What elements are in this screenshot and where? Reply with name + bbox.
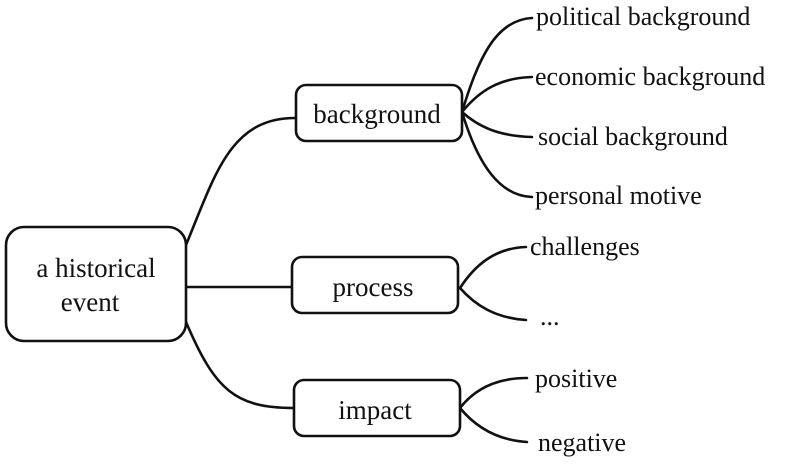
process-node-label: process (333, 272, 414, 302)
connector-impact-positive (458, 376, 529, 410)
connector-background-economic (460, 75, 534, 114)
leaf-challenges: challenges (530, 232, 640, 261)
process-node-box (290, 255, 460, 315)
root-node-box (4, 225, 188, 343)
leaf-ellipsis: ... (540, 302, 560, 331)
leaf-negative: negative (538, 428, 626, 457)
leaf-political-background: political background (536, 2, 750, 31)
connector-background-social (460, 110, 534, 139)
background-node-label: background (313, 99, 441, 129)
background-node-box (294, 83, 464, 143)
leaf-positive: positive (535, 364, 617, 393)
connector-root-impact (184, 320, 296, 410)
leaf-economic-background: economic background (535, 62, 765, 91)
impact-node-label: impact (338, 395, 412, 425)
leaf-social-background: social background (538, 122, 728, 151)
connector-background-political (460, 16, 534, 114)
connector-process-challenges (458, 245, 528, 290)
leaf-personal-motive: personal motive (535, 181, 702, 210)
root-node-label-line2: event (61, 287, 120, 317)
connector-impact-negative (458, 406, 529, 444)
connector-background-personal (460, 110, 534, 199)
root-node-label-line1: a historical (36, 253, 155, 283)
connector-process-ellipsis (458, 286, 528, 322)
connector-root-background (184, 116, 297, 247)
impact-node-box (292, 378, 462, 438)
